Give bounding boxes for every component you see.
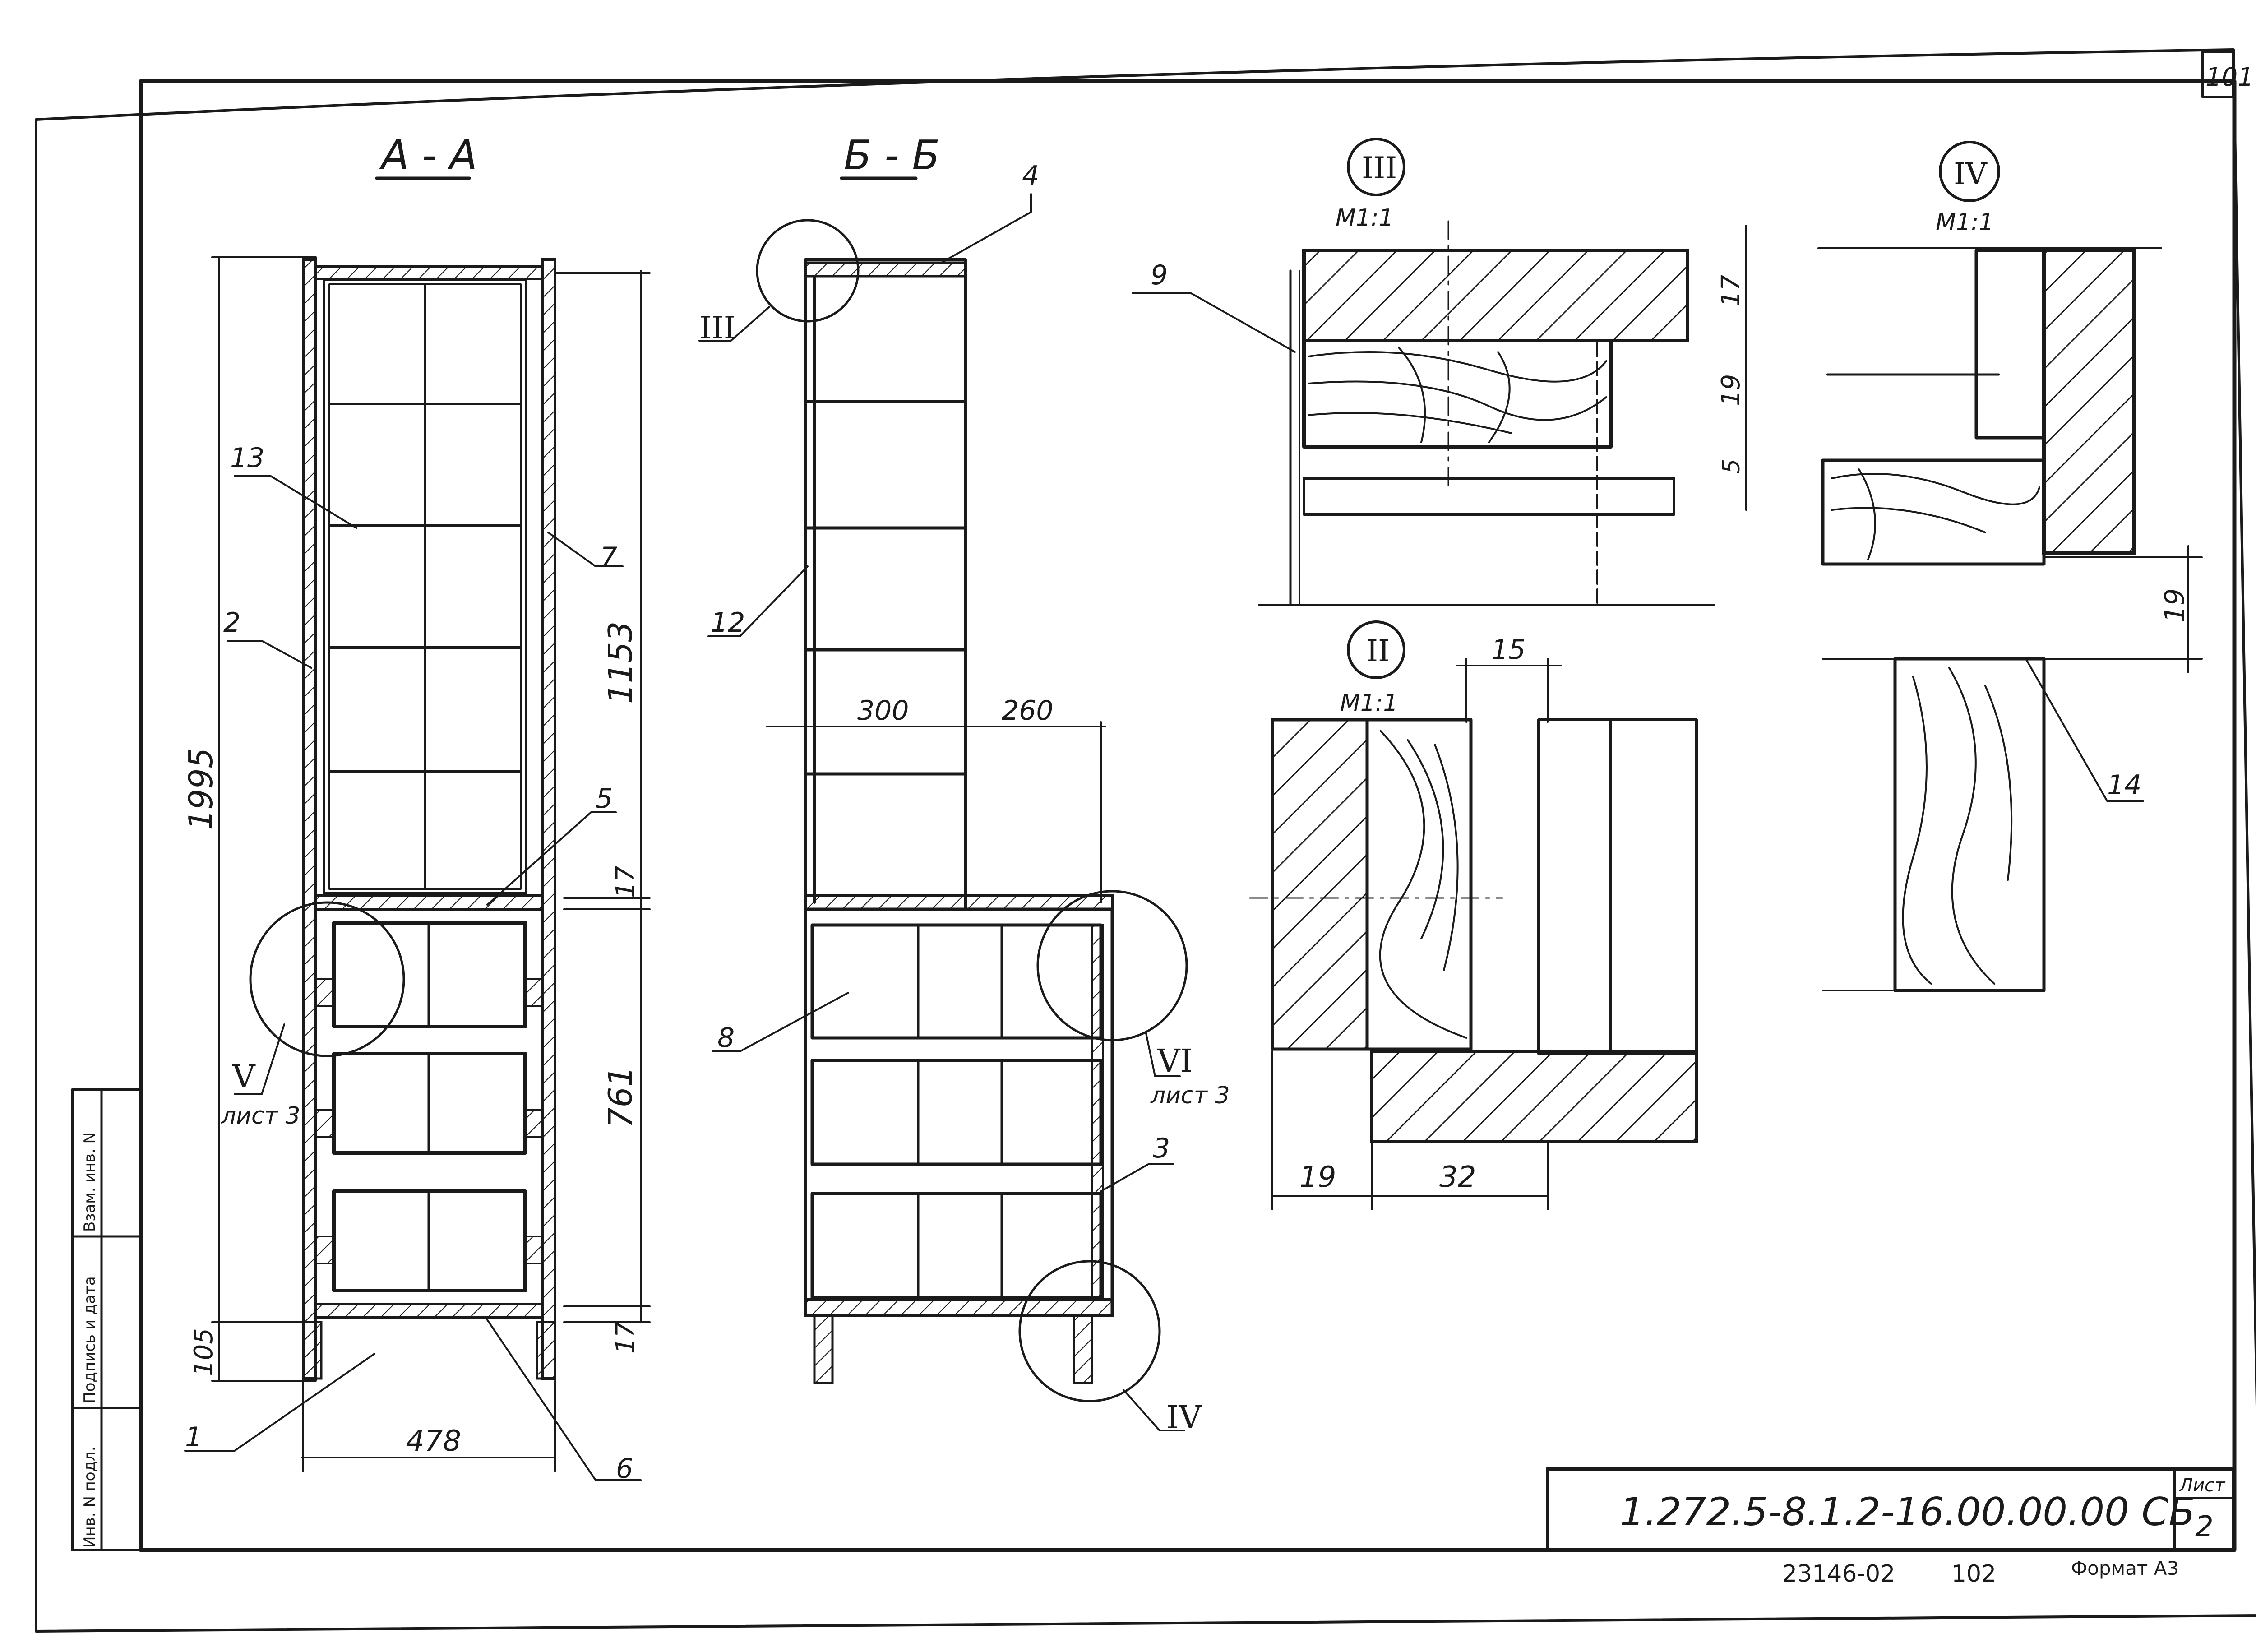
detail-ii — [1249, 620, 1698, 1210]
dim-b-depth-left: 300 — [857, 695, 909, 727]
sheet-label: Лист — [2178, 1475, 2226, 1496]
dim-iii-low: 5 — [1718, 459, 1745, 474]
callout-9: 13 — [230, 442, 264, 474]
detail-iv-ref-numeral: IV — [1166, 1399, 1202, 1436]
detail-iii — [1258, 138, 1747, 606]
detail-vi-ref: лист 3 — [1150, 1082, 1230, 1109]
drawing-designation: 1.272.5-8.1.2-16.00.00.00 СБ — [1620, 1490, 2195, 1535]
dim-ii-right: 32 — [1439, 1161, 1476, 1194]
footer-page: 102 — [1951, 1560, 1996, 1587]
section-a-dimensions — [211, 256, 651, 1472]
detail-iv — [1817, 141, 2203, 992]
section-a-leaders — [184, 475, 642, 1481]
callout-13: 9 — [1151, 259, 1168, 291]
archive-number: 23146-02 — [1782, 1560, 1895, 1587]
title-block — [1546, 1467, 2235, 1552]
detail-iii-numeral: III — [1362, 151, 1397, 185]
detail-iv-numeral: IV — [1954, 157, 1988, 191]
detail-iii-ref-numeral: III — [699, 310, 736, 346]
dim-iii-mid: 19 — [1716, 374, 1746, 406]
detail-v-ref: лист 3 — [221, 1102, 300, 1129]
section-a-cabinet — [249, 258, 556, 1380]
dim-ii-left: 19 — [1299, 1161, 1336, 1194]
detail-v-numeral: V — [232, 1058, 256, 1095]
leader-13 — [1132, 292, 1296, 353]
callout-5: 5 — [596, 783, 613, 814]
callout-14: 14 — [2107, 769, 2141, 801]
section-a-title: А - А — [379, 132, 477, 179]
section-b-title: Б - Б — [844, 132, 940, 179]
callout-2: 2 — [223, 607, 240, 639]
detail-ii-scale: М1:1 — [1340, 689, 1398, 717]
callout-6: 6 — [616, 1453, 633, 1485]
dim-a-height: 1995 — [182, 748, 220, 830]
detail-ii-numeral: II — [1366, 634, 1390, 668]
stamp-signature-date: Подпись и дата — [81, 1276, 99, 1403]
side-stamp — [71, 1088, 142, 1551]
section-b-leaders — [698, 193, 1185, 1431]
callout-3: 3 — [1153, 1133, 1170, 1164]
stamp-replaced-inv: Взам. инв. N — [81, 1132, 99, 1232]
dim-iii-top: 17 — [1716, 274, 1746, 307]
dim-a-width: 478 — [406, 1425, 461, 1458]
detail-iv-scale: М1:1 — [1936, 209, 1994, 236]
sheet-frame — [35, 48, 2256, 1633]
dim-a-bottom: 17 — [611, 1321, 640, 1354]
leader-14 — [2025, 658, 2144, 802]
detail-vi-numeral: VI — [1157, 1042, 1193, 1079]
dim-a-plinth: 105 — [189, 1328, 218, 1376]
section-b-cabinet — [756, 219, 1188, 1402]
sheet-number: 2 — [2195, 1510, 2214, 1544]
dim-a-shelf: 17 — [611, 865, 640, 898]
section-b-dimensions — [766, 712, 1106, 903]
detail-iii-scale: М1:1 — [1336, 204, 1394, 231]
dim-ii-gap: 15 — [1491, 634, 1526, 666]
callout-4: 4 — [1022, 160, 1039, 192]
dim-iv-side: 19 — [2159, 588, 2191, 623]
callout-8: 8 — [717, 1022, 735, 1054]
callout-7: 7 — [600, 541, 617, 573]
corner-page-number: 101 — [2205, 63, 2254, 92]
callout-1: 1 — [185, 1421, 202, 1453]
callout-12: 12 — [711, 607, 745, 639]
dim-a-lower: 761 — [601, 1066, 639, 1128]
format-label: Формат А3 — [2071, 1557, 2179, 1579]
dim-b-depth-right: 260 — [1002, 695, 1054, 727]
stamp-inv-no: Инв. N подл. — [81, 1446, 99, 1548]
dim-a-upper: 1153 — [601, 621, 639, 704]
